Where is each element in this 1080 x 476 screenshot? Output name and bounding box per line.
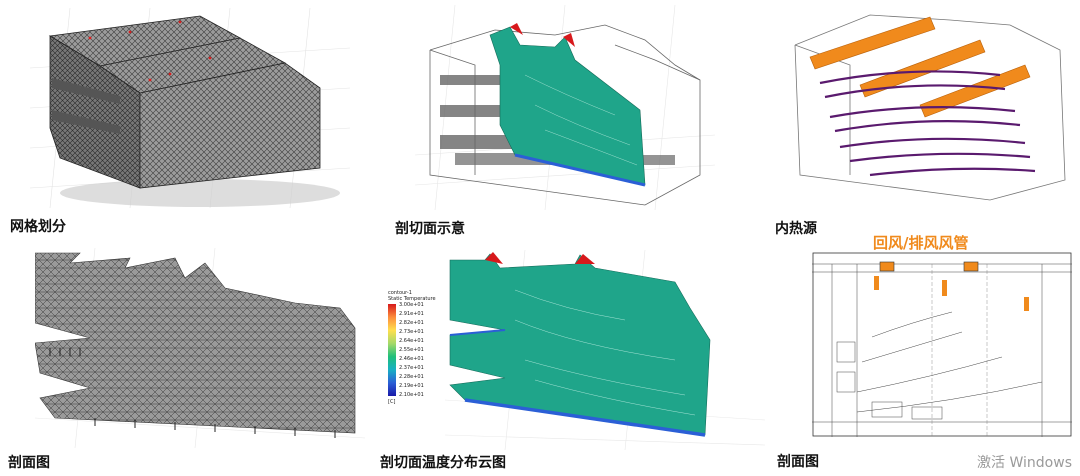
legend-tick: 2.91e+01	[399, 311, 424, 317]
section-cut-image	[415, 5, 715, 210]
windows-activation-watermark: 激活 Windows	[977, 455, 1072, 471]
internal-heat-image	[794, 14, 1066, 201]
legend-tick: 2.19e+01	[399, 383, 424, 389]
architectural-section-drawing	[812, 252, 1072, 437]
legend-tick: 2.10e+01	[399, 392, 424, 398]
section-mesh-image	[35, 248, 365, 448]
legend-unit: [C]	[388, 399, 396, 405]
architectural-section-panel	[812, 252, 1072, 437]
legend-tick: 2.73e+01	[399, 329, 424, 335]
legend-header-1: contour-1	[388, 290, 412, 296]
legend-header-2: Static Temperature	[388, 296, 436, 302]
temperature-contour-panel	[445, 250, 765, 450]
mesh-model-image	[30, 8, 350, 208]
legend-tick: 2.28e+01	[399, 374, 424, 380]
legend-tick: 2.82e+01	[399, 320, 424, 326]
internal-heat-panel	[780, 5, 1075, 205]
caption-temperature-contour: 剖切面温度分布云图	[380, 455, 506, 471]
section-cut-panel	[415, 5, 715, 210]
caption-section-left: 剖面图	[8, 455, 50, 471]
legend-tick: 3.00e+01	[399, 302, 424, 308]
temperature-legend: contour-1 Static Temperature 3.00e+01 2.…	[388, 290, 450, 406]
caption-internal-heat: 内热源	[775, 221, 817, 237]
temperature-contour-image	[445, 250, 765, 450]
section-mesh-panel	[35, 248, 365, 448]
mesh-model-panel	[30, 8, 350, 208]
caption-section-right: 剖面图	[777, 454, 819, 470]
legend-tick: 2.55e+01	[399, 347, 424, 353]
legend-tick: 2.37e+01	[399, 365, 424, 371]
legend-tick: 2.46e+01	[399, 356, 424, 362]
caption-section-cut: 剖切面示意	[395, 221, 465, 237]
caption-mesh: 网格划分	[10, 219, 66, 235]
legend-color-bar	[388, 304, 396, 396]
legend-tick: 2.64e+01	[399, 338, 424, 344]
duct-title: 回风/排风风管	[873, 234, 969, 252]
legend-ticks: 3.00e+01 2.91e+01 2.82e+01 2.73e+01 2.64…	[399, 302, 424, 398]
